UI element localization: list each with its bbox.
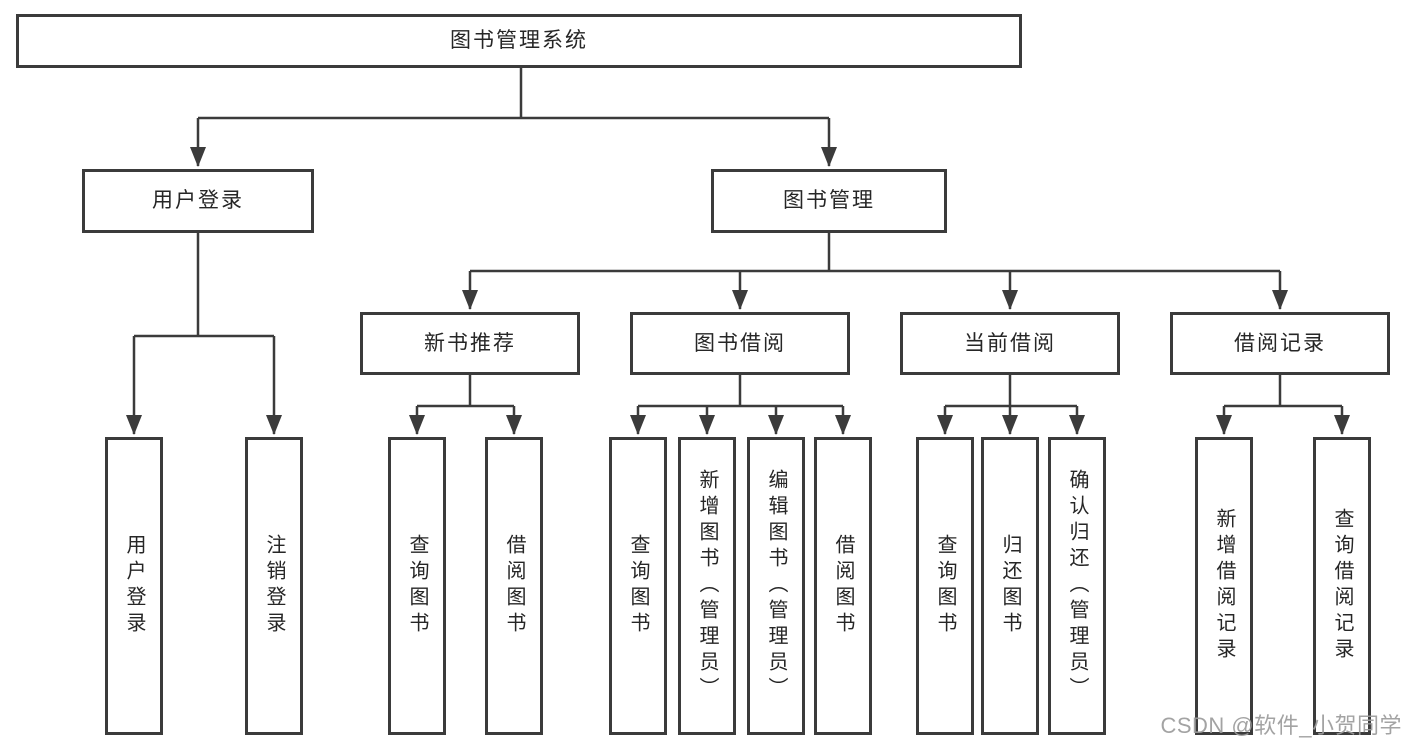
- node-label: 查询图书: [934, 534, 956, 638]
- node-label: 归还图书: [999, 534, 1021, 638]
- leaf-logout: 注销登录: [245, 437, 303, 735]
- node-new-book-recommend: 新书推荐: [360, 312, 580, 375]
- leaf-edit-book-admin: 编辑图书（管理员）: [747, 437, 805, 735]
- leaf-borrow-books-recommend: 借阅图书: [485, 437, 543, 735]
- node-label: 图书借阅: [694, 331, 786, 355]
- node-current-borrowing: 当前借阅: [900, 312, 1120, 375]
- node-label: 查询图书: [406, 534, 428, 638]
- leaf-query-books-current: 查询图书: [916, 437, 974, 735]
- leaf-query-books-borrowing: 查询图书: [609, 437, 667, 735]
- node-label: 新增借阅记录: [1213, 508, 1235, 664]
- node-book-management: 图书管理: [711, 169, 947, 233]
- csdn-watermark: CSDN @软件_小贺同学: [1160, 713, 1402, 738]
- node-label: 图书管理: [783, 189, 875, 213]
- node-label: 编辑图书（管理员）: [765, 469, 787, 703]
- leaf-query-borrow-record: 查询借阅记录: [1313, 437, 1371, 735]
- node-label: 确认归还（管理员）: [1066, 469, 1088, 703]
- leaf-return-books: 归还图书: [981, 437, 1039, 735]
- node-label: 图书管理系统: [450, 29, 588, 53]
- node-label: 查询借阅记录: [1331, 508, 1353, 664]
- node-label: 借阅图书: [832, 534, 854, 638]
- node-label: 新增图书（管理员）: [696, 469, 718, 703]
- node-label: 借阅记录: [1234, 331, 1326, 355]
- leaf-user-login: 用户登录: [105, 437, 163, 735]
- node-label: 用户登录: [152, 189, 244, 213]
- node-user-login: 用户登录: [82, 169, 314, 233]
- node-book-borrowing: 图书借阅: [630, 312, 850, 375]
- node-label: 新书推荐: [424, 331, 516, 355]
- node-label: 注销登录: [263, 534, 285, 638]
- node-label: 用户登录: [123, 534, 145, 638]
- leaf-borrow-books-borrowing: 借阅图书: [814, 437, 872, 735]
- node-library-system: 图书管理系统: [16, 14, 1022, 68]
- leaf-confirm-return-admin: 确认归还（管理员）: [1048, 437, 1106, 735]
- node-borrowing-records: 借阅记录: [1170, 312, 1390, 375]
- leaf-query-books-recommend: 查询图书: [388, 437, 446, 735]
- leaf-add-borrow-record: 新增借阅记录: [1195, 437, 1253, 735]
- leaf-add-book-admin: 新增图书（管理员）: [678, 437, 736, 735]
- node-label: 当前借阅: [964, 331, 1056, 355]
- node-label: 借阅图书: [503, 534, 525, 638]
- node-label: 查询图书: [627, 534, 649, 638]
